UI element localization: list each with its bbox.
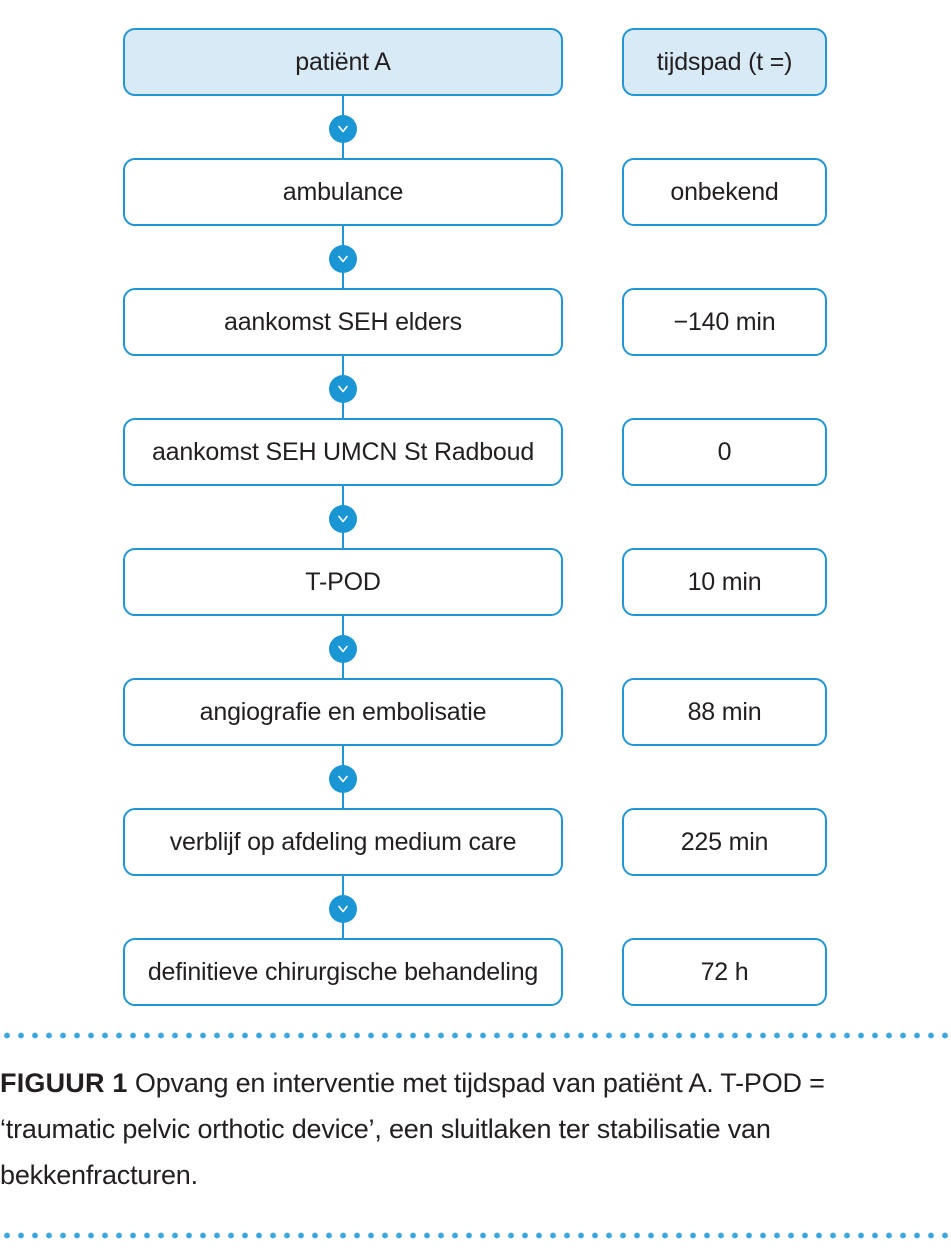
time-value-box: 225 min (622, 808, 827, 876)
divider-top (0, 1032, 951, 1039)
flowchart-row: aankomst SEH UMCN St Radboud 0 (0, 418, 951, 548)
flowchart-rows: patiënt A tijdspad (t =) ambulance onbekend… (0, 28, 951, 1016)
flow-step-box: T-POD (123, 548, 563, 616)
flowchart-row: T-POD 10 min (0, 548, 951, 678)
flow-step-box: ambulance (123, 158, 563, 226)
flowchart-row: angiografie en embolisatie 88 min (0, 678, 951, 808)
chevron-down-icon (329, 245, 357, 273)
flow-connector (329, 616, 357, 678)
chevron-down-icon (329, 895, 357, 923)
flow-header-box: patiënt A (123, 28, 563, 96)
figure-caption: FIGUUR 1 Opvang en interventie met tijds… (0, 1060, 930, 1198)
chevron-down-icon (329, 115, 357, 143)
flow-step-box: aankomst SEH UMCN St Radboud (123, 418, 563, 486)
time-value-box: 88 min (622, 678, 827, 746)
flow-step-box: verblijf op afdeling medium care (123, 808, 563, 876)
time-value-box: −140 min (622, 288, 827, 356)
time-value-box: onbekend (622, 158, 827, 226)
flow-step-box: definitieve chirurgische behandeling (123, 938, 563, 1006)
chevron-down-icon (329, 505, 357, 533)
chevron-down-icon (329, 375, 357, 403)
flow-connector (329, 876, 357, 938)
time-value-box: 72 h (622, 938, 827, 1006)
flow-connector (329, 96, 357, 158)
flow-connector (329, 226, 357, 288)
flowchart-row: patiënt A tijdspad (t =) (0, 28, 951, 158)
figure-caption-text: Opvang en interventie met tijdspad van p… (0, 1068, 825, 1190)
flowchart-row: aankomst SEH elders −140 min (0, 288, 951, 418)
divider-bottom (0, 1232, 951, 1239)
flowchart-row: verblijf op afdeling medium care 225 min (0, 808, 951, 938)
flow-connector (329, 746, 357, 808)
chevron-down-icon (329, 635, 357, 663)
flow-step-box: aankomst SEH elders (123, 288, 563, 356)
chevron-down-icon (329, 765, 357, 793)
flow-step-box: angiografie en embolisatie (123, 678, 563, 746)
time-value-box: 0 (622, 418, 827, 486)
flow-connector (329, 356, 357, 418)
figure-label: FIGUUR 1 (0, 1068, 128, 1098)
flowchart-row: ambulance onbekend (0, 158, 951, 288)
flow-connector (329, 486, 357, 548)
flowchart-figure: patiënt A tijdspad (t =) ambulance onbekend… (0, 28, 951, 1016)
time-value-box: 10 min (622, 548, 827, 616)
time-header-box: tijdspad (t =) (622, 28, 827, 96)
flowchart-row: definitieve chirurgische behandeling 72 h (0, 938, 951, 1016)
